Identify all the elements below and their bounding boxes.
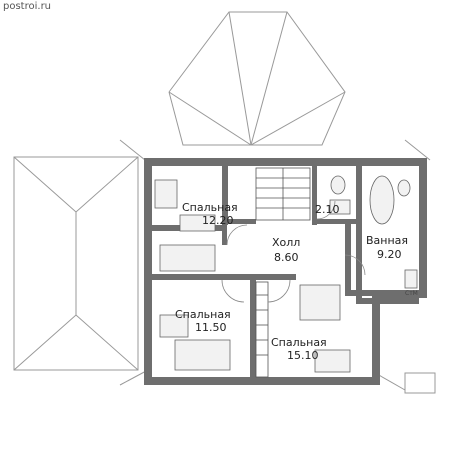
bathtub-icon xyxy=(369,175,395,225)
staircase xyxy=(255,167,311,378)
room-area: 8.60 xyxy=(274,251,299,264)
toilet-icon xyxy=(330,175,346,195)
fixture-label: СтМ xyxy=(405,290,418,297)
room-area: 15.10 xyxy=(287,349,319,362)
double-bed xyxy=(299,284,341,321)
room-name: Спальная xyxy=(175,308,231,321)
site-label[interactable]: postroi.ru xyxy=(3,1,52,12)
room-labels: Спальная 12.20 2.10 Ванная 9.20 Холл 8.6… xyxy=(175,201,418,362)
toilet-icon xyxy=(397,179,411,197)
room-area: 9.20 xyxy=(377,248,402,261)
desk xyxy=(179,214,216,232)
room-name: Холл xyxy=(272,236,300,249)
wardrobe xyxy=(154,179,178,209)
room-name: Ванная xyxy=(366,234,408,247)
furniture xyxy=(154,175,418,373)
door-arcs xyxy=(221,200,366,303)
washing-machine-icon xyxy=(404,269,418,289)
room-name: Спальная xyxy=(271,336,327,349)
room-area: 2.10 xyxy=(315,203,340,216)
room-area: 11.50 xyxy=(195,321,227,334)
room-name: Спальная xyxy=(182,201,238,214)
room-area: 12.20 xyxy=(202,214,234,227)
bed xyxy=(159,244,216,272)
chair xyxy=(159,314,189,338)
bed-2 xyxy=(174,339,231,371)
dresser xyxy=(314,349,351,373)
